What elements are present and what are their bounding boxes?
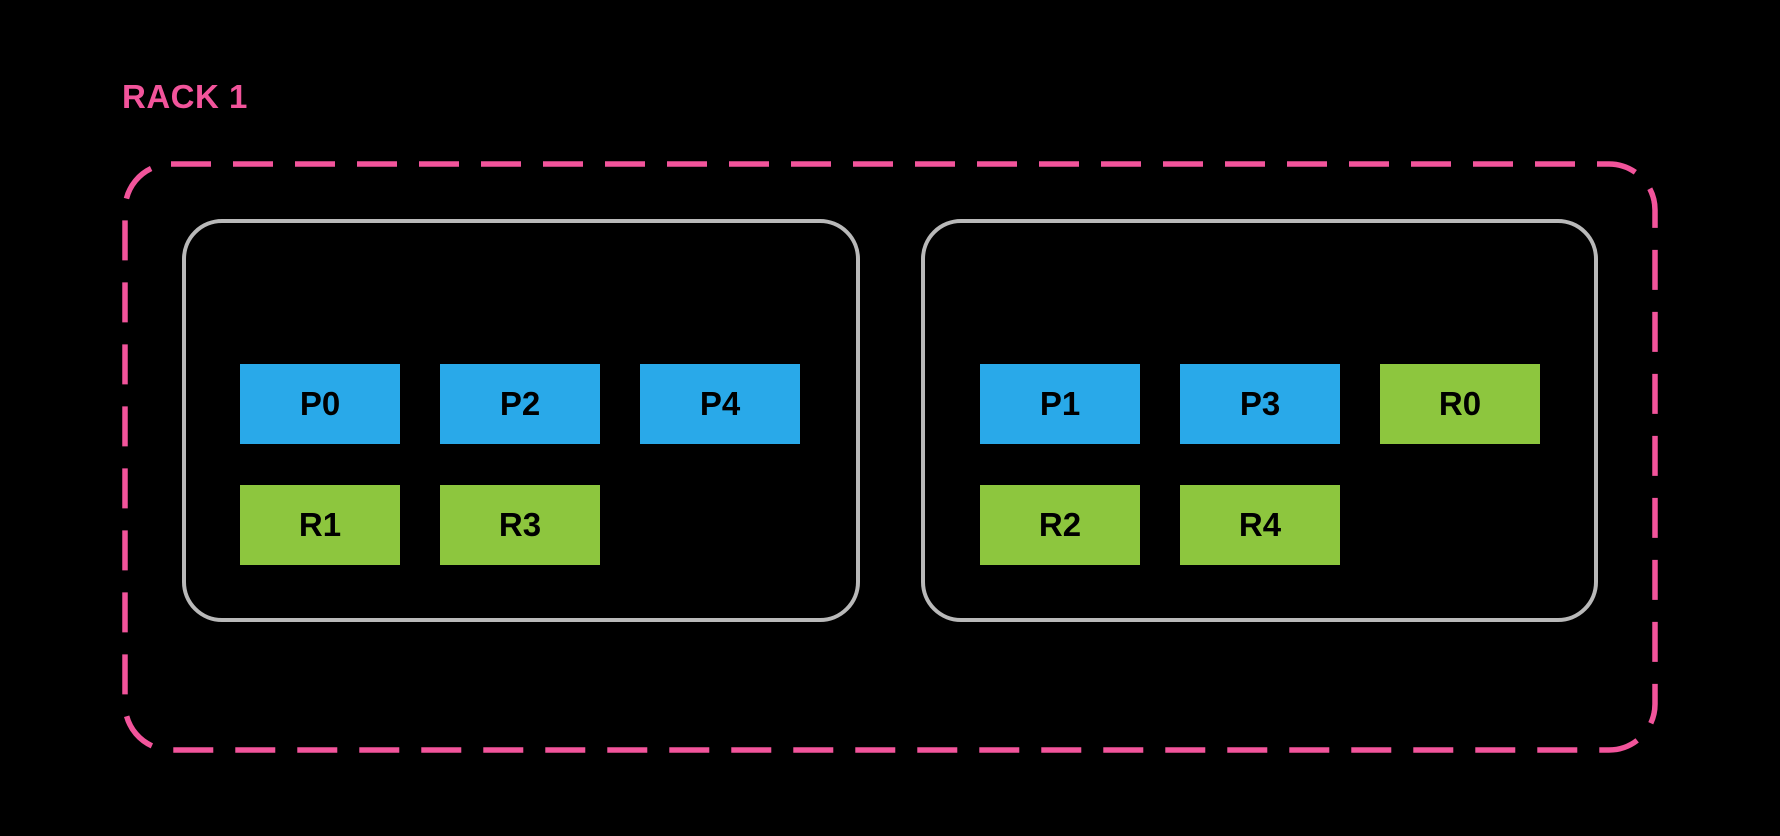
node-container-1: P0 P2 P4 R1 R3 — [182, 219, 860, 622]
shard-p3: P3 — [1180, 364, 1340, 444]
shard-p0: P0 — [240, 364, 400, 444]
shard-r4: R4 — [1180, 485, 1340, 565]
rack-dashed-border — [122, 161, 1658, 753]
shard-r0: R0 — [1380, 364, 1540, 444]
shard-r2: R2 — [980, 485, 1140, 565]
shard-r1: R1 — [240, 485, 400, 565]
shard-p1: P1 — [980, 364, 1140, 444]
shard-p4: P4 — [640, 364, 800, 444]
rack-title: RACK 1 — [122, 78, 248, 115]
node-container-2: P1 P3 R0 R2 R4 — [921, 219, 1598, 622]
shard-r3: R3 — [440, 485, 600, 565]
rack-dashed-border-rect — [122, 161, 1658, 753]
shard-p2: P2 — [440, 364, 600, 444]
